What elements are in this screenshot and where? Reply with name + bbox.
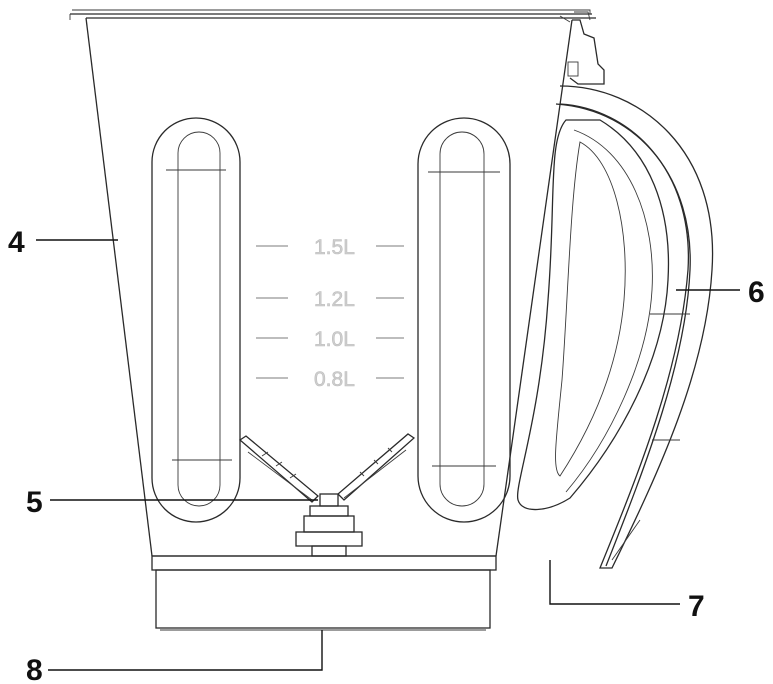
scale-label-1.0L: 1.0L [314,328,355,351]
jar-body [85,11,605,557]
measurement-scale: 1.5L 1.2L 1.0L 0.8L [256,236,404,391]
jar-base [151,555,497,631]
callout-7: 7 [688,590,705,623]
scale-label-0.8L: 0.8L [314,368,355,391]
callout-4: 4 [8,226,25,259]
callout-8: 8 [26,654,43,684]
right-window-slot [417,117,511,523]
callout-5: 5 [26,486,43,519]
blade-assembly [238,433,416,557]
leader-7 [549,560,680,605]
callout-6: 6 [748,276,765,309]
scale-label-1.2L: 1.2L [314,288,355,311]
scale-label-1.5L: 1.5L [314,236,355,259]
handle [516,85,714,569]
jar-rim [69,9,592,20]
leader-lines [36,239,740,671]
left-window-slot [151,117,241,523]
leader-8 [48,630,323,671]
